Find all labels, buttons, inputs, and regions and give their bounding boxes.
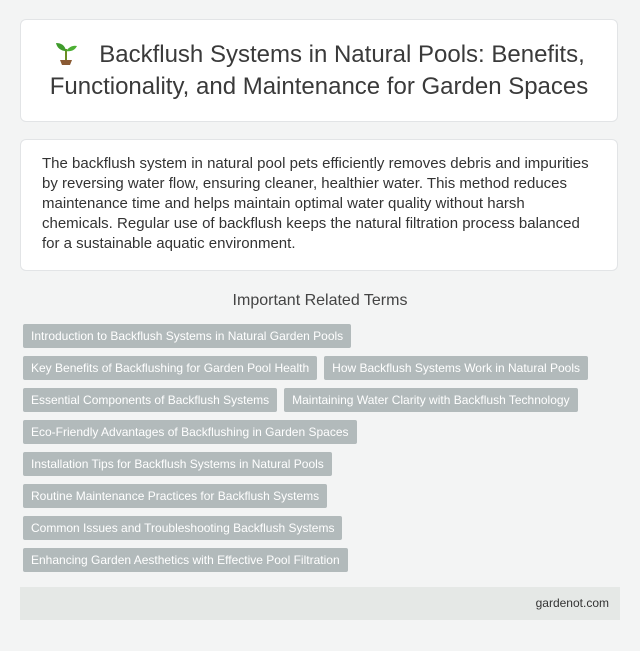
- related-term-tag[interactable]: Essential Components of Backflush System…: [23, 388, 278, 412]
- related-term-tag[interactable]: Eco-Friendly Advantages of Backflushing …: [23, 420, 357, 444]
- tag-row: Introduction to Backflush Systems in Nat…: [23, 324, 623, 348]
- tag-row: Installation Tips for Backflush Systems …: [23, 452, 623, 476]
- tag-row: Key Benefits of Backflushing for Garden …: [23, 356, 623, 380]
- tag-row: Common Issues and Troubleshooting Backfl…: [23, 516, 623, 540]
- sprout-icon: [56, 42, 78, 65]
- related-term-tag[interactable]: Routine Maintenance Practices for Backfl…: [23, 484, 328, 508]
- summary-card: The backflush system in natural pool pet…: [20, 139, 618, 271]
- related-term-tag[interactable]: Common Issues and Troubleshooting Backfl…: [23, 516, 343, 540]
- tag-row: Enhancing Garden Aesthetics with Effecti…: [23, 548, 623, 572]
- page-title: Backflush Systems in Natural Pools: Bene…: [45, 39, 593, 103]
- footer: gardenot.com: [20, 587, 620, 620]
- related-terms-list: Introduction to Backflush Systems in Nat…: [23, 324, 623, 580]
- related-term-tag[interactable]: Enhancing Garden Aesthetics with Effecti…: [23, 548, 348, 572]
- related-terms-heading: Important Related Terms: [232, 292, 408, 309]
- tag-row: Eco-Friendly Advantages of Backflushing …: [23, 420, 623, 444]
- footer-site-link[interactable]: gardenot.com: [535, 596, 609, 610]
- summary-text: The backflush system in natural pool pet…: [42, 155, 589, 252]
- related-term-tag[interactable]: How Backflush Systems Work in Natural Po…: [324, 356, 589, 380]
- related-term-tag[interactable]: Maintaining Water Clarity with Backflush…: [284, 388, 578, 412]
- page-title-text: Backflush Systems in Natural Pools: Bene…: [49, 40, 589, 100]
- title-card: Backflush Systems in Natural Pools: Bene…: [20, 19, 618, 122]
- related-term-tag[interactable]: Installation Tips for Backflush Systems …: [23, 452, 332, 476]
- related-term-tag[interactable]: Key Benefits of Backflushing for Garden …: [23, 356, 318, 380]
- tag-row: Routine Maintenance Practices for Backfl…: [23, 484, 623, 508]
- related-term-tag[interactable]: Introduction to Backflush Systems in Nat…: [23, 324, 352, 348]
- tag-row: Essential Components of Backflush System…: [23, 388, 623, 412]
